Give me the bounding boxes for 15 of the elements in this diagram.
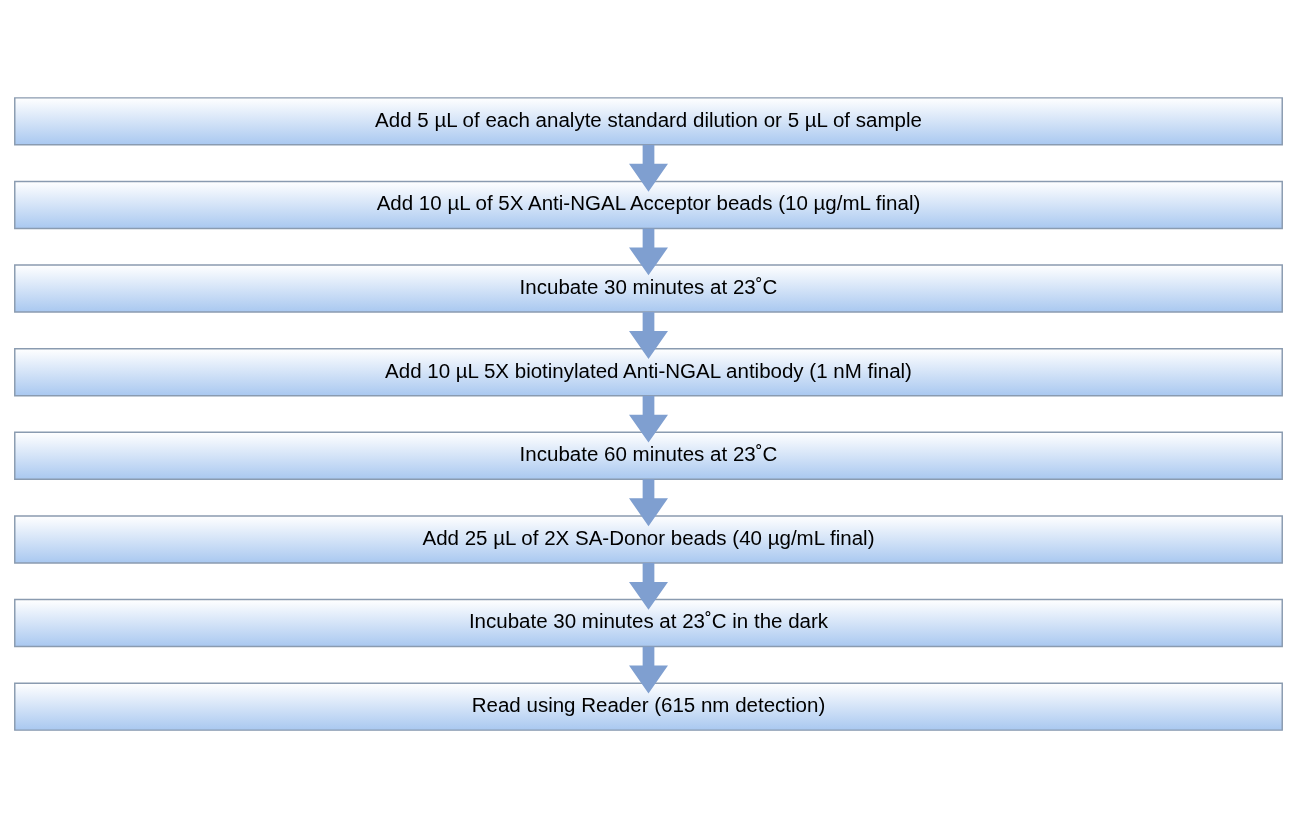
arrow bbox=[629, 144, 668, 192]
arrow bbox=[629, 228, 668, 276]
node-box: Read using Reader (615 nm detection) bbox=[14, 682, 1283, 731]
node-box: Add 5 µL of each analyte standard dilution or 5 µL of sample bbox=[14, 97, 1283, 146]
node-box: Add 10 µL of 5X Anti-NGAL Acceptor beads (10 µg/mL final) bbox=[14, 180, 1283, 230]
node-box: Add 25 µL of 2X SA-Donor beads (40 µg/mL final) bbox=[14, 515, 1283, 564]
node-box: Incubate 30 minutes at 23˚C bbox=[14, 264, 1283, 313]
node-box: Incubate 30 minutes at 23˚C in the dark bbox=[14, 598, 1283, 648]
arrow bbox=[629, 312, 668, 359]
arrow bbox=[629, 395, 668, 443]
node-box: Add 10 µL 5X biotinylated Anti-NGAL antibody (1 nM final) bbox=[14, 348, 1283, 397]
arrow bbox=[629, 646, 668, 694]
arrow bbox=[629, 562, 668, 610]
node-box: Incubate 60 minutes at 23˚C bbox=[14, 431, 1283, 480]
arrow bbox=[629, 479, 668, 527]
